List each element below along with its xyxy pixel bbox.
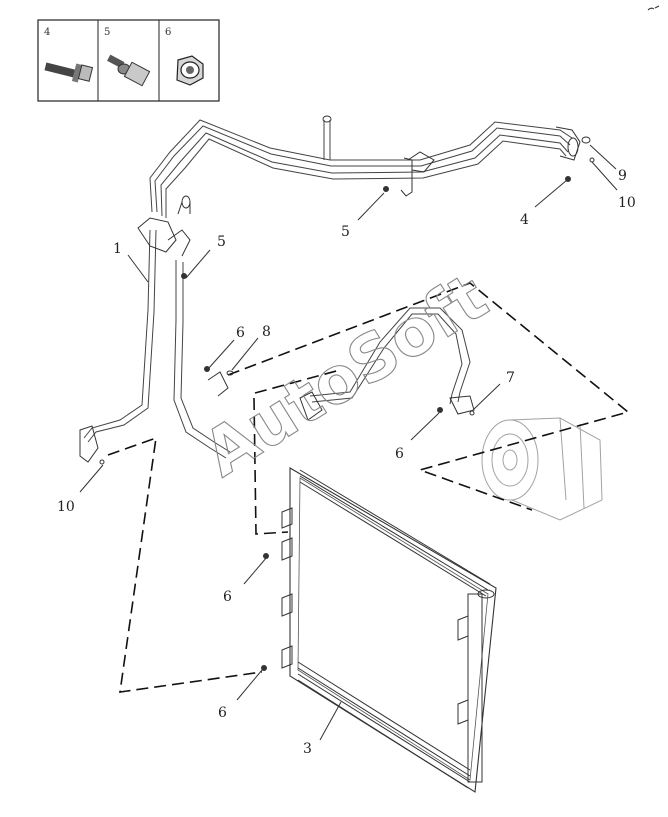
compressor-hose xyxy=(299,307,475,421)
fastener-legend: 4 5 6 xyxy=(37,19,220,102)
upper-refrigerant-pipe xyxy=(149,115,581,218)
callout-5: 5 xyxy=(217,234,226,250)
flange-bolt-icon xyxy=(44,62,94,83)
watermark: AutoSoft xyxy=(191,260,500,491)
hex-nut-icon xyxy=(176,55,204,86)
callout-9: 9 xyxy=(618,168,627,184)
callout-6: 6 xyxy=(218,705,227,721)
callout-6: 6 xyxy=(236,325,245,341)
corner-mark xyxy=(647,5,660,11)
legend-num-4: 4 xyxy=(44,27,50,38)
callout-7: 7 xyxy=(506,370,515,386)
callout-6: 6 xyxy=(223,589,232,605)
routing-dashed-lines xyxy=(107,282,630,693)
callout-3: 3 xyxy=(303,741,312,757)
callout-5: 5 xyxy=(341,224,350,240)
callout-10: 10 xyxy=(618,195,636,211)
legend-num-5: 5 xyxy=(104,27,110,38)
callout-10: 10 xyxy=(57,499,75,515)
callout-4: 4 xyxy=(520,212,529,228)
hose-assembly-1 xyxy=(79,195,231,463)
condenser-assembly xyxy=(281,467,497,793)
callout-8: 8 xyxy=(262,324,271,340)
leader-lines xyxy=(79,144,618,741)
callout-labels: 1 3 4 5 5 6 6 6 6 7 8 9 10 10 xyxy=(57,168,636,757)
stud-bolt-icon xyxy=(107,54,151,87)
callout-6: 6 xyxy=(395,446,404,462)
legend-num-6: 6 xyxy=(165,27,171,38)
callout-1: 1 xyxy=(113,241,122,257)
compressor-outline xyxy=(481,417,603,521)
